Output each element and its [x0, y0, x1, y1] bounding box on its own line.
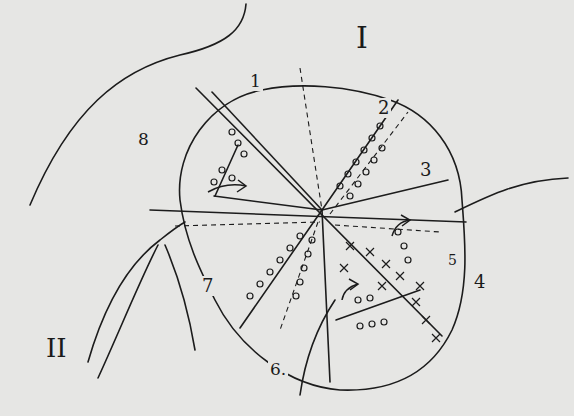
- dashed-line: [330, 112, 408, 214]
- dashed-line: [175, 222, 320, 226]
- sector-line: [322, 180, 448, 210]
- region-label: I: [354, 22, 370, 54]
- sector-line: [214, 196, 322, 210]
- sector-line: [215, 145, 238, 196]
- cross-marks: [340, 242, 440, 342]
- dashed-line: [335, 225, 440, 232]
- sector-number: 5: [446, 252, 459, 268]
- sector-line: [196, 88, 442, 336]
- sector-line: [240, 210, 322, 328]
- sector-line: [336, 290, 420, 320]
- shoulder-curve: [30, 4, 246, 205]
- arrow-marks: [208, 180, 410, 300]
- limb-line: [165, 245, 195, 350]
- sector-number: 4: [472, 272, 487, 292]
- sector-number: 1: [248, 72, 263, 91]
- sector-number: 8: [136, 130, 151, 149]
- oval-outline: [180, 86, 465, 390]
- dashed-line: [300, 68, 322, 210]
- sector-number: 3: [418, 160, 433, 180]
- sector-number: 6.: [268, 360, 288, 379]
- limb-line: [98, 245, 158, 378]
- arm-curve: [455, 178, 568, 212]
- sector-number: 2: [376, 98, 391, 118]
- sector-line: [322, 210, 330, 382]
- dashed-line: [280, 222, 318, 330]
- sector-number: 7: [200, 276, 215, 296]
- region-label: II: [44, 334, 69, 362]
- circle-marks: [211, 123, 411, 329]
- sector-line: [150, 210, 466, 222]
- sector-line: [212, 92, 322, 210]
